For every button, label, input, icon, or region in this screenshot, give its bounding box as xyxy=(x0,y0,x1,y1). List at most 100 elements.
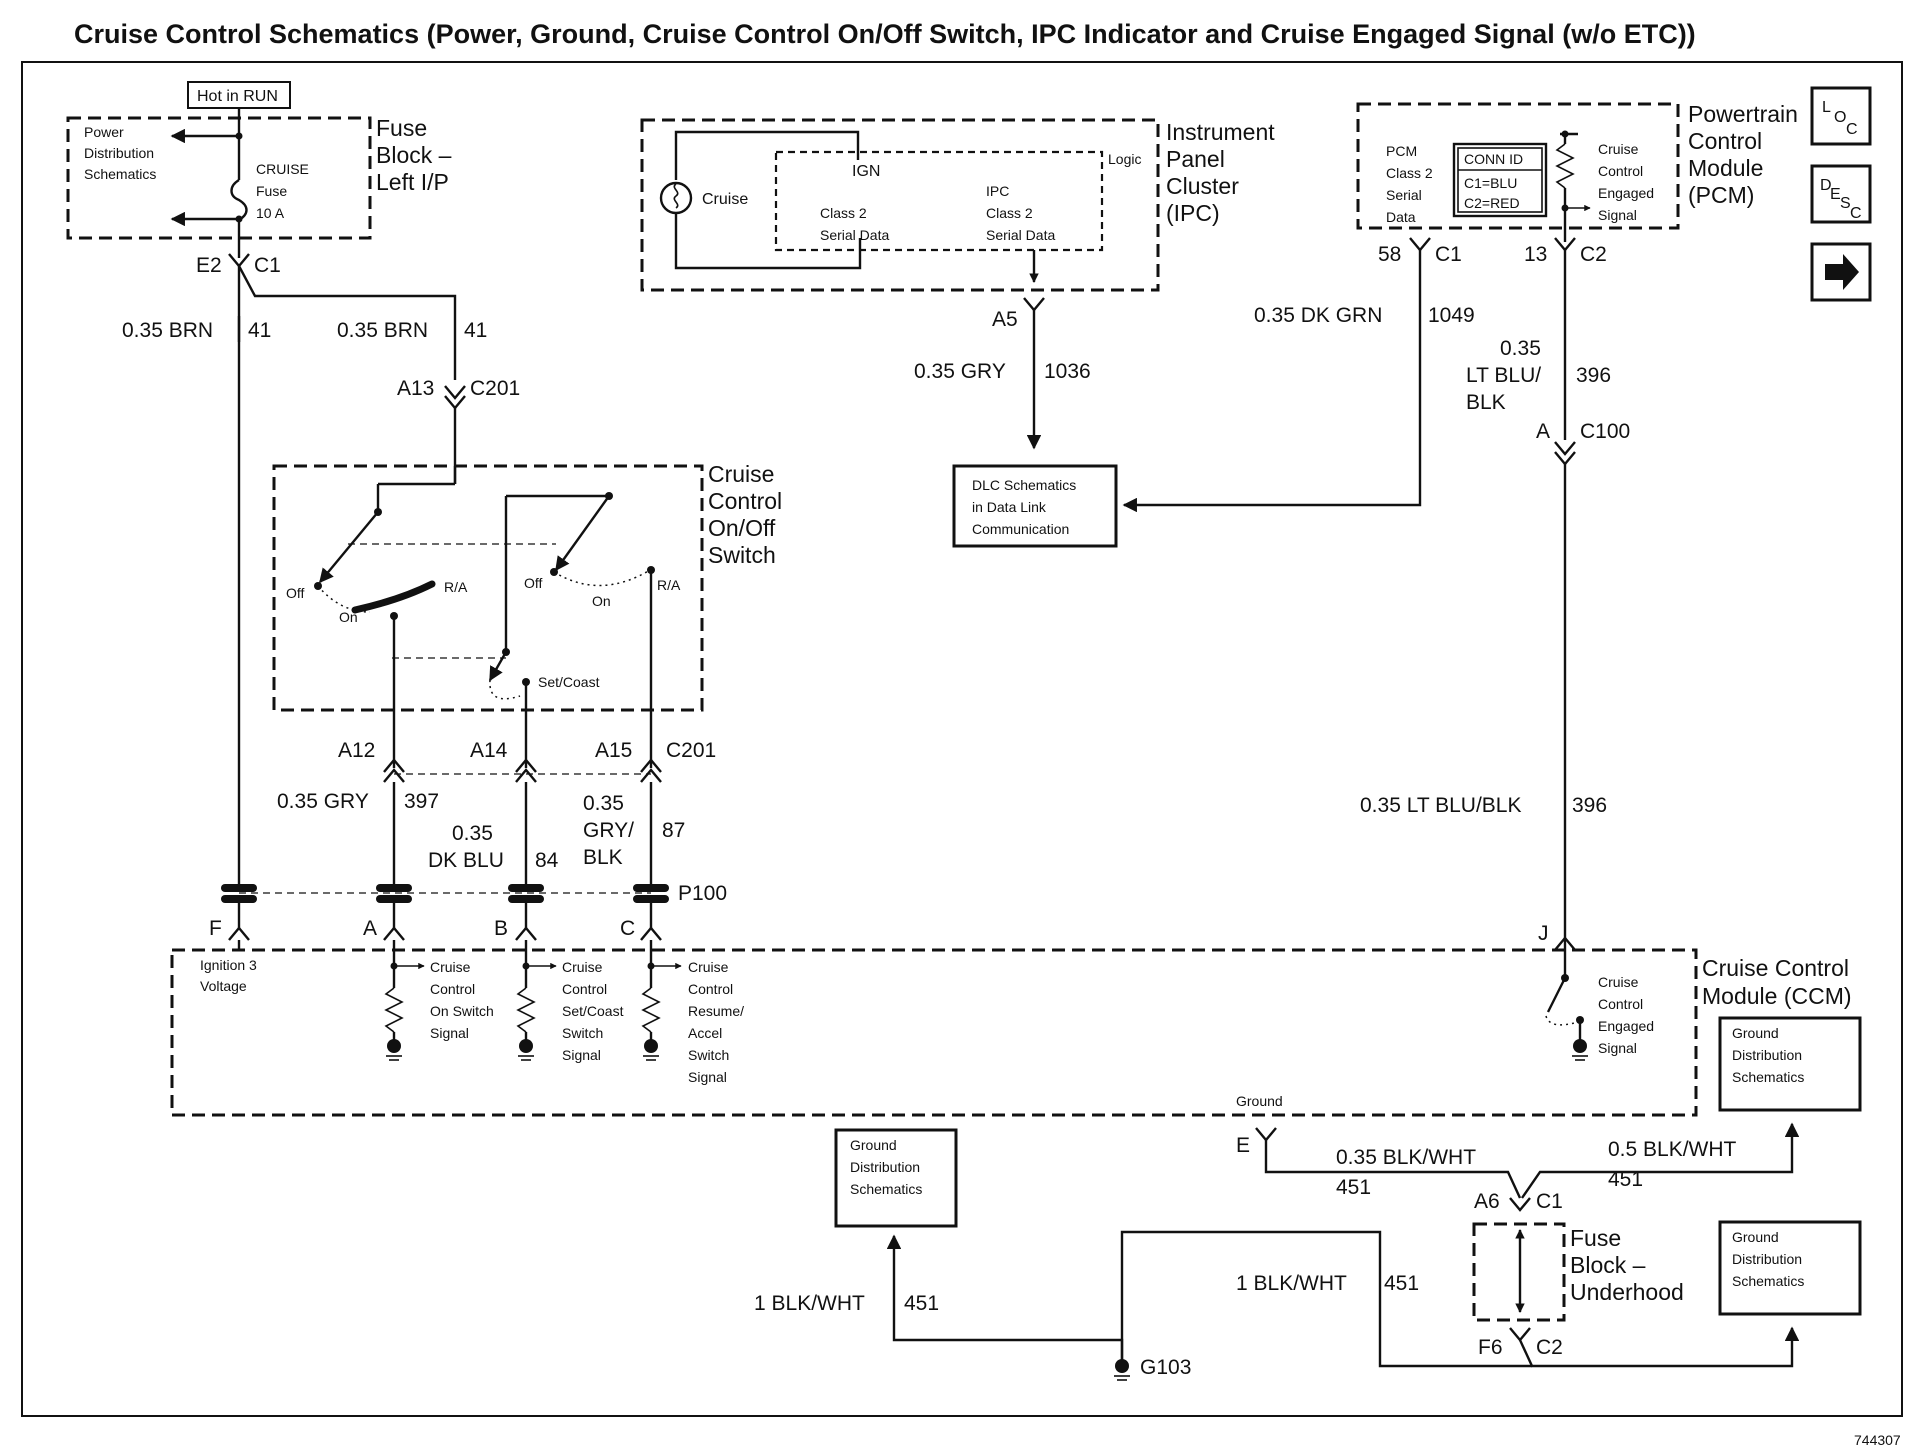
set-coast-line5: Signal xyxy=(562,1047,601,1063)
pcm-conn-c2: C2 xyxy=(1580,243,1607,266)
on-switch-line4: Signal xyxy=(430,1025,469,1041)
ccm-input-resume: Cruise Control Resume/ Accel Switch Sign… xyxy=(641,940,744,1085)
gd-rb-line3: Schematics xyxy=(1732,1273,1804,1289)
ccm-name-line2: Module (CCM) xyxy=(1702,983,1852,1009)
ccm-input-on-switch: Cruise Control On Switch Signal xyxy=(384,940,494,1061)
next-button[interactable] xyxy=(1810,242,1872,302)
resume-line6: Signal xyxy=(688,1069,727,1085)
switch-off-1: Off xyxy=(286,585,305,601)
svg-text:C: C xyxy=(1850,205,1862,222)
wire-451-blkwht: E 0.35 BLK/WHT 451 0.5 BLK/WHT 451 A6 C1… xyxy=(754,1122,1800,1381)
pcm-name-line1: Powertrain xyxy=(1688,101,1798,127)
fuse-block-name-line2: Block – xyxy=(376,142,452,168)
dlc-line2: in Data Link xyxy=(972,499,1047,515)
ipc-ign: IGN xyxy=(852,163,880,180)
resume-line3: Resume/ xyxy=(688,1003,744,1019)
dlc-schematics-box[interactable]: DLC Schematics in Data Link Communicatio… xyxy=(952,464,1118,548)
pin-e: E xyxy=(1236,1134,1250,1157)
hot-in-run-label: Hot in RUN xyxy=(197,88,278,105)
conn-c2-lower: C2 xyxy=(1536,1336,1563,1359)
wire-brn-left-circuit: 41 xyxy=(248,319,271,342)
ground-g103: G103 xyxy=(1140,1356,1191,1379)
power-dist-line2: Distribution xyxy=(84,145,154,161)
resume-line5: Switch xyxy=(688,1047,729,1063)
ccm-engaged-line2: Control xyxy=(1598,996,1643,1012)
conn-id-line1: CONN ID xyxy=(1464,151,1523,167)
wire-451-035-label: 0.35 BLK/WHT xyxy=(1336,1146,1476,1169)
right-arrow-icon xyxy=(1825,254,1859,290)
ipc-name-line2: Panel xyxy=(1166,146,1225,172)
connector-p100: P100 F A B C xyxy=(209,882,727,941)
conn-a13: A13 xyxy=(397,377,434,400)
pcm-serial-line3: Serial xyxy=(1386,187,1422,203)
fuse-block-name-line1: Fuse xyxy=(376,115,427,141)
pin-f: F xyxy=(209,917,222,940)
svg-text:C: C xyxy=(1846,121,1858,138)
conn-a6: A6 xyxy=(1474,1190,1500,1213)
ccm-engaged-line3: Engaged xyxy=(1598,1018,1654,1034)
wire-396-top-line1: 0.35 xyxy=(1500,337,1541,360)
wire-396-ltblu: 0.35 LT BLU/ BLK 396 A C100 0.35 LT BLU/… xyxy=(1360,250,1630,951)
wire-1049-circuit: 1049 xyxy=(1428,304,1475,327)
set-coast-line2: Control xyxy=(562,981,607,997)
cruise-on-off-switch: Cruise Control On/Off Switch Off On R/A … xyxy=(272,461,782,768)
resume-line1: Cruise xyxy=(688,959,729,975)
dlc-line3: Communication xyxy=(972,521,1069,537)
wire-1049-label: 0.35 DK GRN xyxy=(1254,304,1382,327)
fb-underhood-line2: Block – xyxy=(1570,1252,1646,1278)
wire-397-label: 0.35 GRY xyxy=(277,790,369,813)
outer-border xyxy=(21,61,1903,1417)
conn-c201-top: C201 xyxy=(470,377,520,400)
pcm-name-line2: Control xyxy=(1688,128,1762,154)
switch-name-line2: Control xyxy=(708,488,782,514)
pin-a5: A5 xyxy=(992,308,1018,331)
pcm-engaged-line1: Cruise xyxy=(1598,141,1639,157)
switch-name-line1: Cruise xyxy=(708,461,774,487)
ipc-class2b-line1: IPC xyxy=(986,183,1009,199)
wire-396-mid-label: 0.35 LT BLU/BLK xyxy=(1360,794,1522,817)
fuse-name-line1: CRUISE xyxy=(256,161,309,177)
resume-line4: Accel xyxy=(688,1025,722,1041)
wire-451-1r-label: 1 BLK/WHT xyxy=(1236,1272,1347,1295)
ccm-engaged-line4: Signal xyxy=(1598,1040,1637,1056)
wire-87-label-line2: GRY/ xyxy=(583,819,634,842)
wire-1036-label: 0.35 GRY xyxy=(914,360,1006,383)
wire-1049-dkgrn: 0.35 DK GRN 1049 xyxy=(1122,250,1475,513)
switch-on-2: On xyxy=(592,593,611,609)
fuse-block-name-line3: Left I/P xyxy=(376,169,449,195)
fuse-name-line2: Fuse xyxy=(256,183,287,199)
ground-distribution-box-right-top[interactable]: Ground Distribution Schematics xyxy=(1718,1016,1862,1112)
wire-brn-left-label: 0.35 BRN xyxy=(122,319,213,342)
conn-a15: A15 xyxy=(595,739,632,762)
gd-rb-line2: Distribution xyxy=(1732,1251,1802,1267)
svg-text:L: L xyxy=(1822,99,1831,116)
ipc-name-line4: (IPC) xyxy=(1166,200,1220,226)
fb-underhood-line1: Fuse xyxy=(1570,1225,1621,1251)
ground-distribution-box-left[interactable]: Ground Distribution Schematics xyxy=(834,1128,958,1228)
ign3-line1: Ignition 3 xyxy=(200,957,257,973)
wire-396-top-line3: BLK xyxy=(1466,391,1506,414)
gd-rb-line1: Ground xyxy=(1732,1229,1779,1245)
ccm-input-set-coast: Cruise Control Set/Coast Switch Signal xyxy=(516,940,624,1063)
on-switch-line1: Cruise xyxy=(430,959,471,975)
switch-on-1: On xyxy=(339,609,358,625)
wire-1036-circuit: 1036 xyxy=(1044,360,1091,383)
switch-output-wires: 0.35 GRY 397 0.35 DK BLU 84 0.35 GRY/ BL… xyxy=(277,782,685,888)
switch-set-coast: Set/Coast xyxy=(538,674,600,690)
ground-distribution-box-right-bottom[interactable]: Ground Distribution Schematics xyxy=(1718,1220,1862,1316)
loc-button[interactable]: LOC xyxy=(1810,86,1872,146)
pcm-engaged-line2: Control xyxy=(1598,163,1643,179)
ipc-name-line1: Instrument xyxy=(1166,119,1275,145)
pcm-serial-line4: Data xyxy=(1386,209,1416,225)
svg-text:D: D xyxy=(1820,177,1832,194)
wire-brn-right-label: 0.35 BRN xyxy=(337,319,428,342)
wire-87-label-line3: BLK xyxy=(583,846,623,869)
wire-396-top-circuit: 396 xyxy=(1576,364,1611,387)
wire-84-label-line1: 0.35 xyxy=(452,822,493,845)
conn-c1: C1 xyxy=(254,254,281,277)
pcm-serial-line2: Class 2 xyxy=(1386,165,1433,181)
wire-451-1l-circuit: 451 xyxy=(904,1292,939,1315)
conn-id-line2: C1=BLU xyxy=(1464,175,1517,191)
wire-451-05-label: 0.5 BLK/WHT xyxy=(1608,1138,1737,1161)
